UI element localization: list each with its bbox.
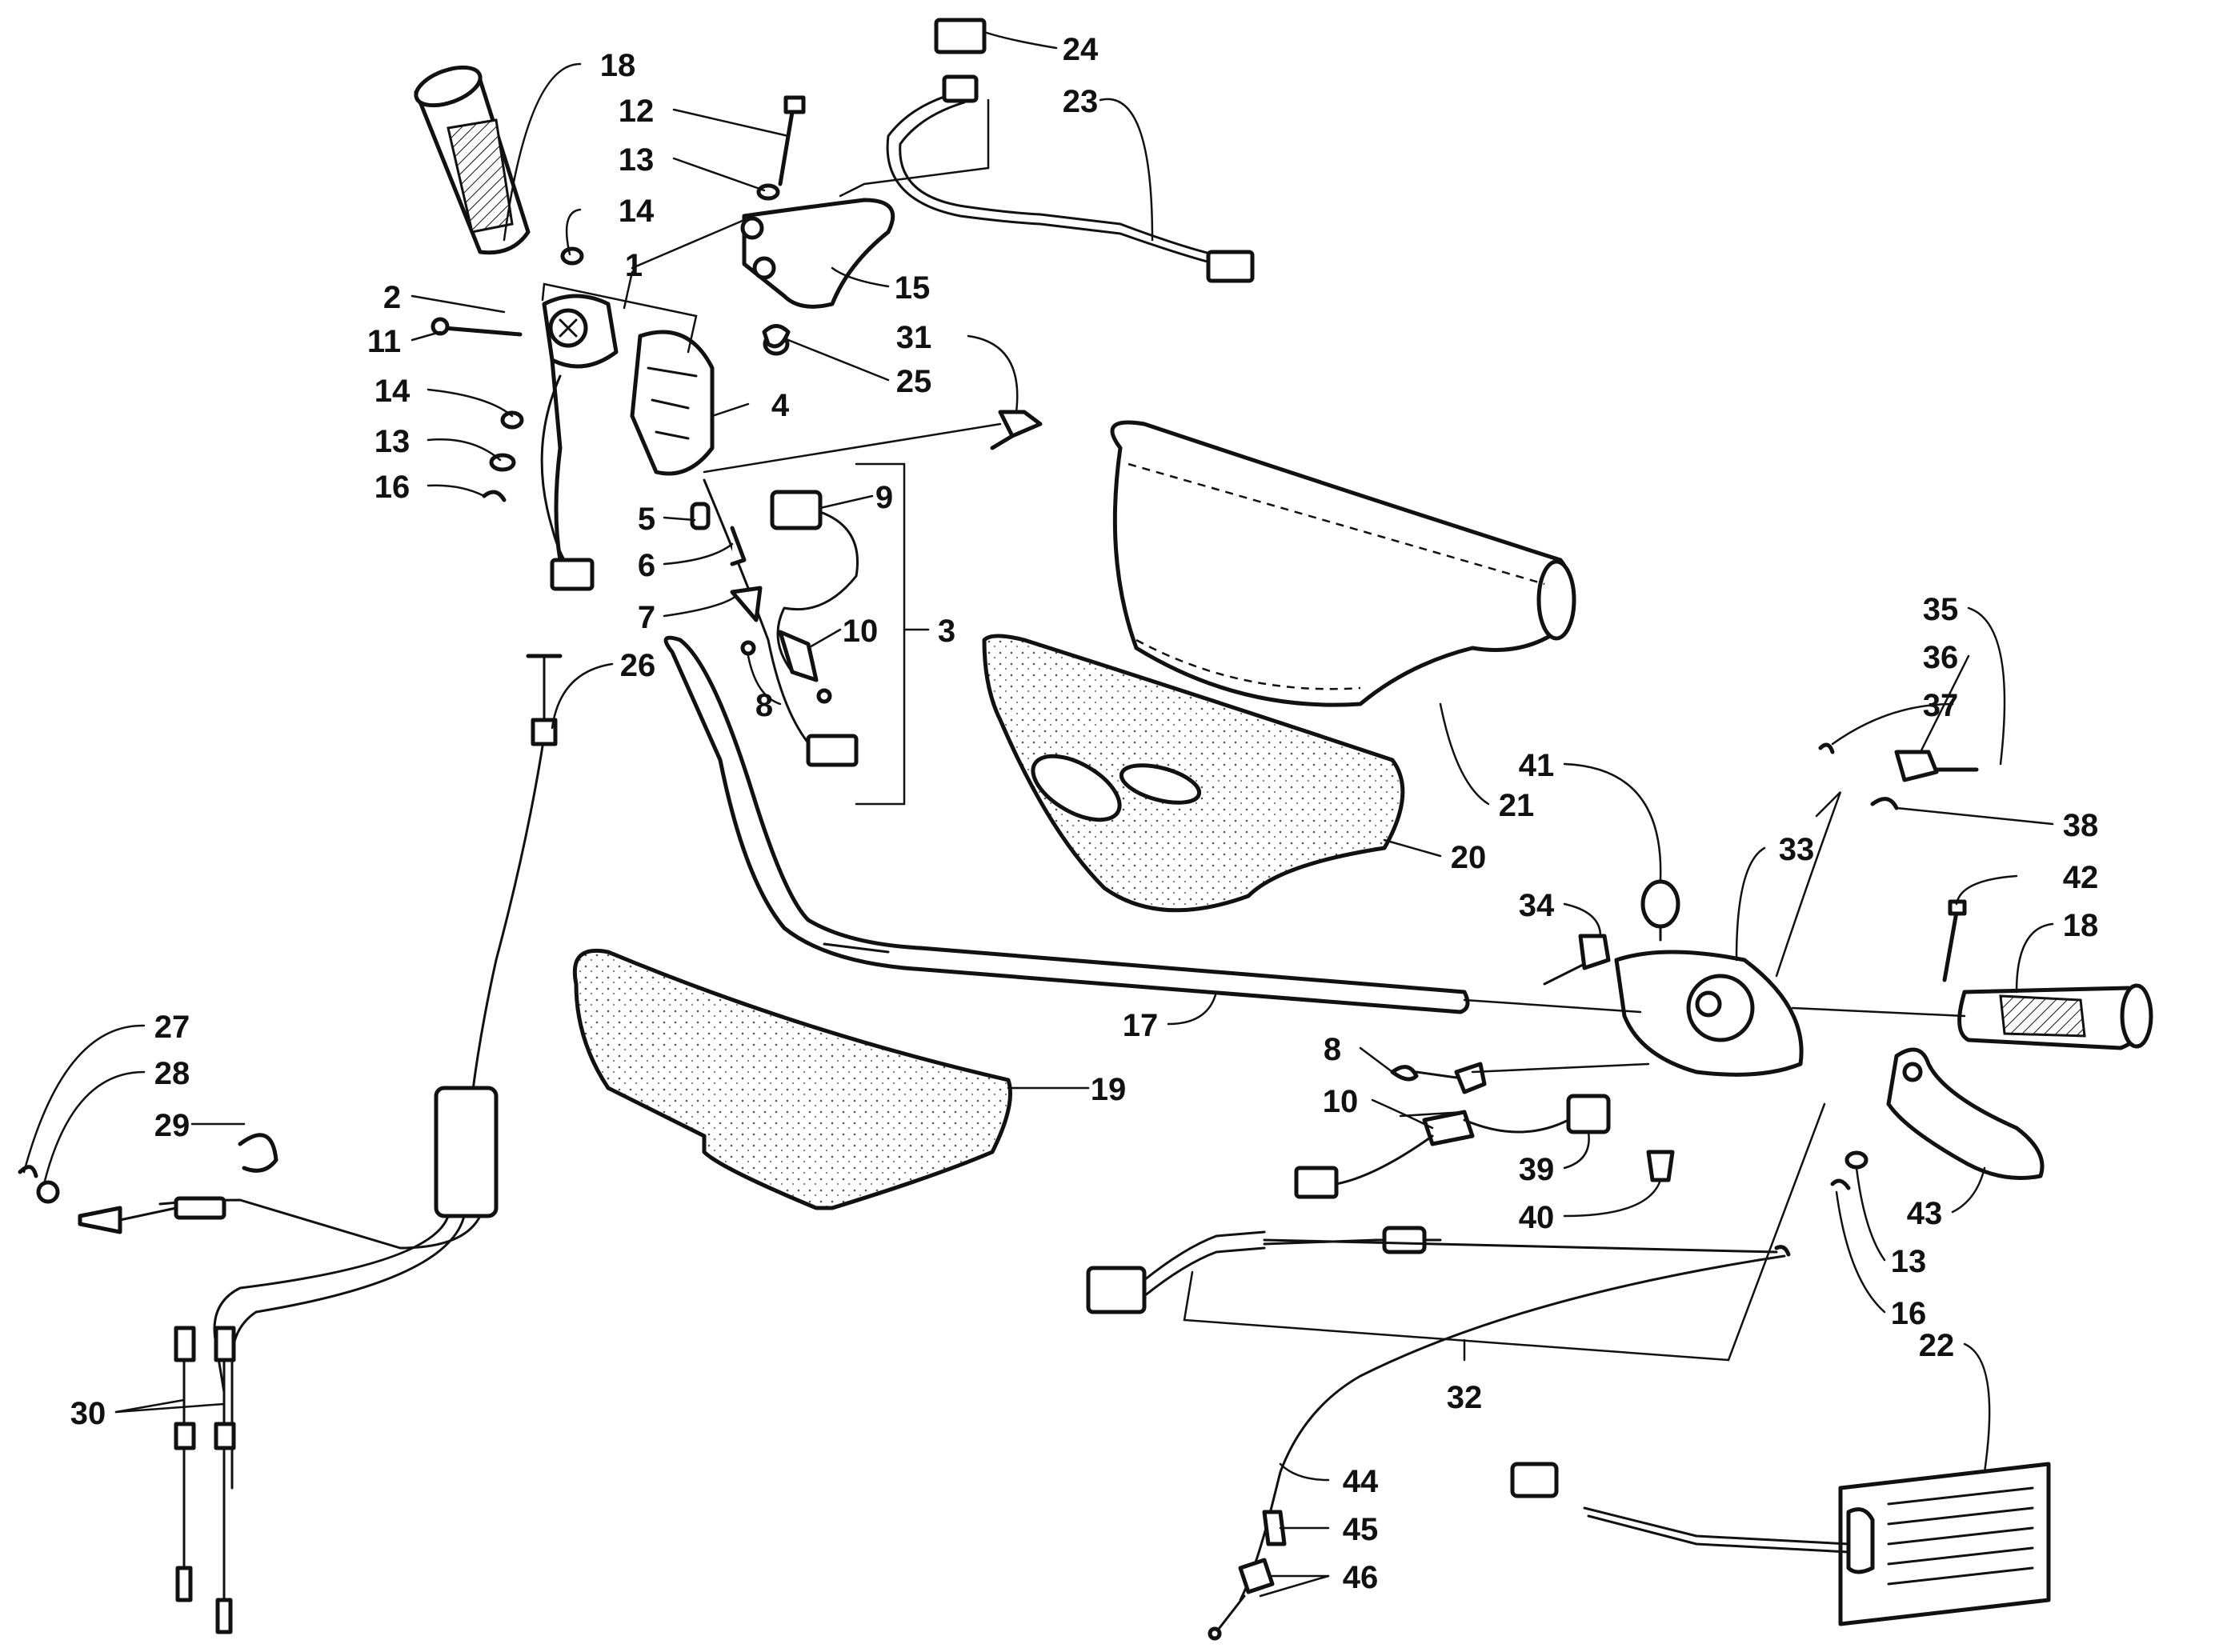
callout-10: 10 bbox=[1323, 1084, 1359, 1119]
heat-pad-22 bbox=[1510, 1462, 2051, 1626]
callout-24: 24 bbox=[1063, 32, 1099, 67]
callout-18: 18 bbox=[2063, 908, 2099, 943]
left-grip-18 bbox=[414, 65, 531, 255]
switch-9 bbox=[770, 490, 859, 674]
callout-39: 39 bbox=[1519, 1152, 1555, 1187]
callout-12: 12 bbox=[619, 94, 655, 129]
callout-13: 13 bbox=[1891, 1244, 1927, 1279]
callout-19: 19 bbox=[1091, 1072, 1127, 1107]
callout-14: 14 bbox=[375, 374, 411, 409]
callout-29: 29 bbox=[154, 1108, 190, 1143]
callout-35: 35 bbox=[1923, 592, 1959, 627]
callout-25: 25 bbox=[896, 364, 932, 399]
callout-17: 17 bbox=[1123, 1008, 1159, 1043]
callout-27: 27 bbox=[154, 1010, 190, 1045]
callout-32: 32 bbox=[1447, 1380, 1483, 1415]
callout-28: 28 bbox=[154, 1056, 190, 1091]
screw-42 bbox=[1942, 899, 1967, 982]
bottom-pad-19 bbox=[572, 948, 1012, 1210]
callout-6: 6 bbox=[638, 548, 655, 583]
callout-43: 43 bbox=[1907, 1196, 1943, 1231]
callout-13: 13 bbox=[619, 142, 655, 178]
callout-9: 9 bbox=[875, 480, 893, 515]
callout-18: 18 bbox=[600, 48, 636, 83]
callout-41: 41 bbox=[1519, 748, 1555, 783]
callout-42: 42 bbox=[2063, 860, 2099, 895]
callout-21: 21 bbox=[1499, 788, 1535, 823]
callout-16: 16 bbox=[1891, 1296, 1927, 1331]
leader-lines bbox=[22, 30, 2054, 1598]
callout-1: 1 bbox=[625, 248, 643, 283]
bolt-12 bbox=[778, 95, 806, 186]
callout-5: 5 bbox=[638, 502, 655, 537]
callout-4: 4 bbox=[771, 388, 790, 423]
callout-30: 30 bbox=[70, 1396, 106, 1431]
callout-3: 3 bbox=[938, 614, 955, 649]
brake-cable-44 bbox=[1208, 1254, 1786, 1641]
callout-22: 22 bbox=[1919, 1328, 1955, 1363]
callout-8: 8 bbox=[755, 688, 773, 723]
switch-34 bbox=[1543, 934, 1611, 986]
callout-40: 40 bbox=[1519, 1200, 1555, 1235]
left-wire-harness bbox=[540, 374, 859, 767]
callout-15: 15 bbox=[895, 270, 931, 306]
callout-8: 8 bbox=[1324, 1032, 1341, 1067]
callout-11: 11 bbox=[367, 324, 401, 359]
top-pad-21 bbox=[1110, 420, 1576, 707]
callout-31: 31 bbox=[896, 320, 932, 355]
pin-31 bbox=[990, 410, 1043, 450]
lever-bracket-15 bbox=[740, 198, 895, 309]
callout-10: 10 bbox=[843, 614, 879, 649]
kill-switch-41 bbox=[1640, 879, 1680, 942]
callout-36: 36 bbox=[1923, 640, 1959, 675]
throttle-block-4 bbox=[630, 330, 715, 476]
throttle-housing-33 bbox=[1614, 950, 1804, 1077]
right-grip-18 bbox=[1957, 983, 2153, 1050]
bracket-36 bbox=[1818, 742, 1979, 810]
heated-wire-23 bbox=[886, 74, 1255, 283]
callout-14: 14 bbox=[619, 194, 655, 229]
callout-33: 33 bbox=[1779, 832, 1815, 867]
throttle-cable-26 bbox=[158, 654, 563, 1634]
callout-23: 23 bbox=[1063, 84, 1099, 119]
callout-7: 7 bbox=[638, 600, 655, 635]
switch-housing-1 bbox=[542, 294, 619, 578]
callout-labels: 18 12 13 14 1 2 11 14 13 16 4 5 6 7 8 9 … bbox=[70, 32, 2099, 1595]
handlebar-17 bbox=[663, 635, 1470, 1014]
pad-24 bbox=[934, 18, 987, 54]
callout-46: 46 bbox=[1343, 1560, 1379, 1595]
right-wire-harness bbox=[1086, 1062, 1791, 1314]
clip-25 bbox=[762, 324, 791, 349]
callout-13: 13 bbox=[375, 424, 411, 459]
cable-parts-27-29 bbox=[18, 1133, 278, 1234]
callout-45: 45 bbox=[1343, 1512, 1379, 1547]
callout-16: 16 bbox=[375, 470, 411, 505]
mid-pad-20 bbox=[982, 634, 1405, 913]
bolt-11 bbox=[431, 317, 523, 337]
switch-10a bbox=[778, 630, 819, 682]
callout-38: 38 bbox=[2063, 808, 2099, 843]
brake-lever-43 bbox=[1830, 1047, 2045, 1190]
callout-2: 2 bbox=[383, 280, 401, 315]
callout-37: 37 bbox=[1923, 688, 1959, 723]
callout-44: 44 bbox=[1343, 1464, 1379, 1499]
callout-26: 26 bbox=[620, 648, 656, 683]
callout-34: 34 bbox=[1519, 888, 1555, 923]
callout-20: 20 bbox=[1451, 840, 1487, 875]
